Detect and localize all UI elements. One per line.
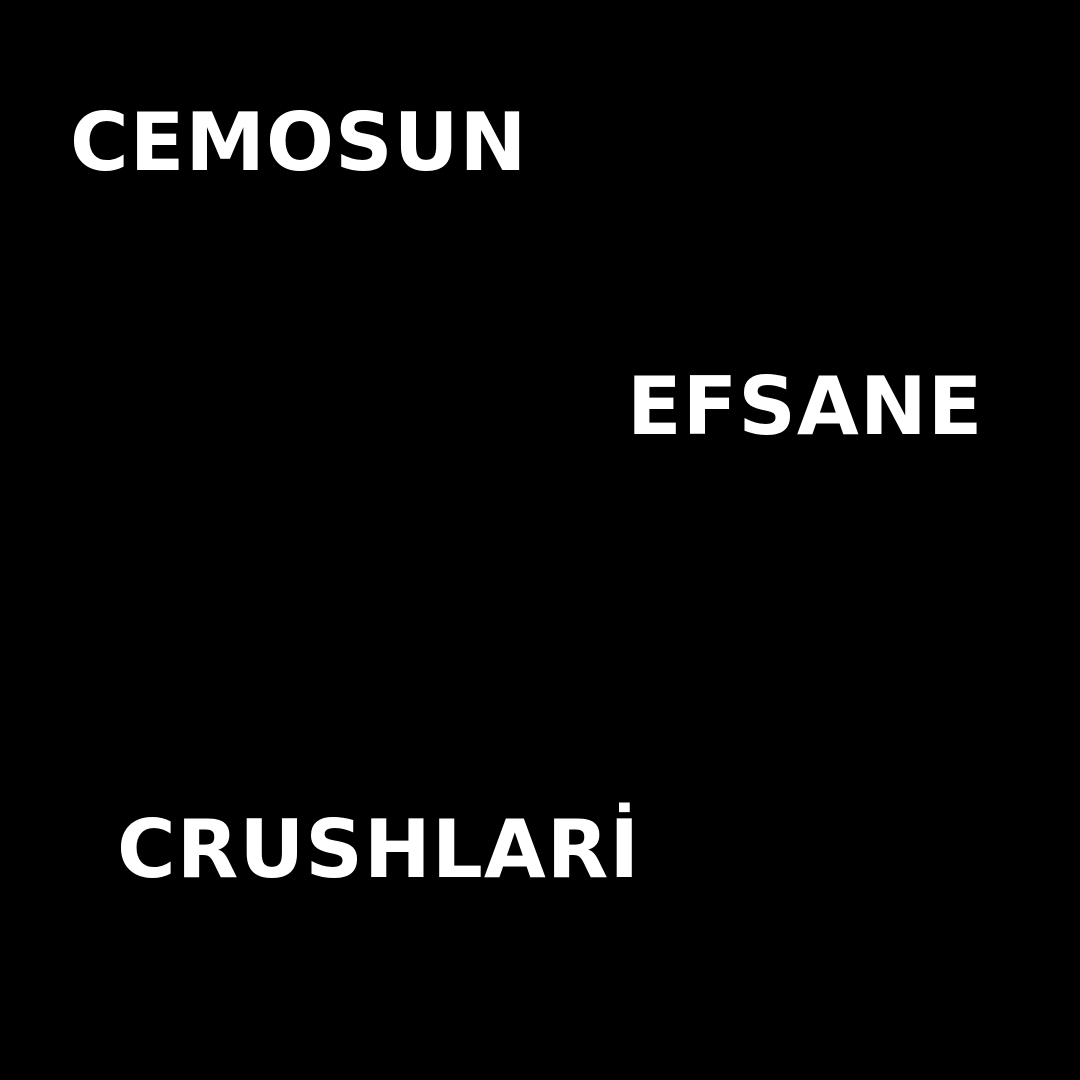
text-line-1: CEMOSUN [70, 96, 528, 189]
text-line-2: EFSANE [627, 360, 984, 453]
text-line-3: CRUSHLARİ [117, 803, 641, 896]
